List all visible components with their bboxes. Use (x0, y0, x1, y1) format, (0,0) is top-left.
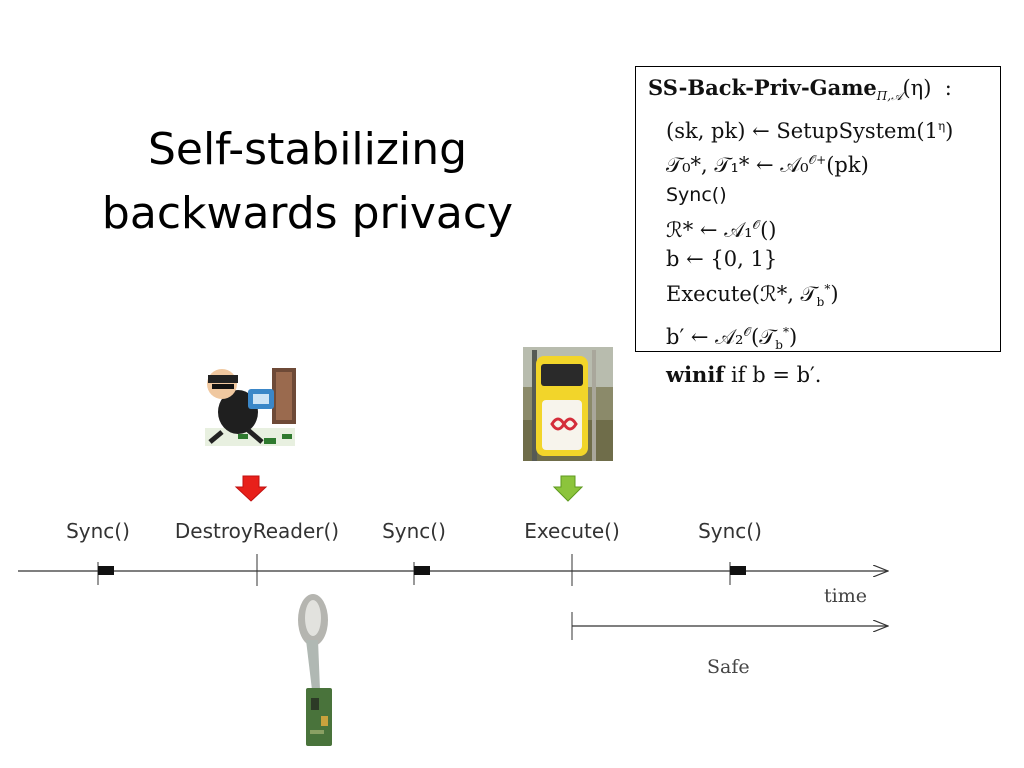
game-subscript: Π,𝒜 (876, 89, 903, 104)
winif-keyword: winif (666, 362, 725, 388)
safe-label: Safe (707, 656, 750, 678)
game-line-setup: (sk, pk) ← SetupSystem(1η) (648, 112, 1000, 147)
game-line-sync: Sync() (666, 183, 727, 206)
game-line-bit: b ← {0, 1} (666, 247, 778, 272)
reader-text: ℛ* ← 𝒜₁ (666, 217, 753, 242)
guess-close: ) (788, 324, 798, 349)
dismantled-card-image (298, 594, 332, 746)
game-name: SS-Back-Priv-Game (648, 75, 877, 100)
reader-arg: () (760, 217, 777, 242)
reader-sup: 𝒪 (752, 217, 761, 232)
time-axis-label: time (824, 585, 867, 607)
reader-screen (541, 364, 583, 386)
game-header: SS-Back-Priv-GameΠ,𝒜(η) : (648, 73, 1000, 112)
challenge-text: 𝒯₀*, 𝒯₁* ← 𝒜₀ (666, 153, 809, 178)
guess-text: b′ ← 𝒜₂ (666, 324, 744, 349)
game-line-reader: ℛ* ← 𝒜₁𝒪() (648, 211, 1000, 246)
reader-logo (550, 417, 578, 431)
execute-sub: b (816, 294, 825, 309)
guess-sup2: * (782, 324, 789, 339)
sync-block-2 (414, 566, 430, 575)
execute-arrow-icon (552, 475, 584, 502)
game-definition-box: SS-Back-Priv-GameΠ,𝒜(η) : (sk, pk) ← Set… (635, 66, 1001, 387)
setup-text: (sk, pk) ← SetupSystem(1 (666, 118, 938, 143)
setup-close: ) (945, 118, 954, 143)
slide-title: Self-stabilizing backwards privacy (70, 118, 545, 246)
event-label-sync-3: Sync() (698, 519, 762, 543)
game-line-guess: b′ ← 𝒜₂𝒪(𝒯b*) (648, 318, 1000, 361)
execute-text: Execute(ℛ*, 𝒯 (666, 281, 817, 306)
event-label-sync-2: Sync() (382, 519, 446, 543)
game-line-challenge: 𝒯₀*, 𝒯₁* ← 𝒜₀𝒪+(pk) (648, 146, 1000, 181)
challenge-sup: 𝒪+ (808, 153, 827, 168)
guess-arg: (𝒯 (751, 324, 776, 349)
guess-sub: b (775, 337, 783, 352)
challenge-arg: (pk) (826, 153, 869, 178)
game-line-execute: Execute(ℛ*, 𝒯b*) (648, 275, 1000, 318)
sync-block-1 (98, 566, 114, 575)
title-line-1: Self-stabilizing (147, 124, 468, 175)
destroy-arrow-icon (234, 475, 268, 502)
thief-image (200, 365, 298, 449)
execute-sup: * (824, 281, 831, 296)
event-label-execute: Execute() (524, 519, 620, 543)
title-line-2: backwards privacy (101, 188, 514, 239)
circuit-board (306, 688, 332, 746)
guess-sup: 𝒪 (743, 324, 752, 339)
sync-block-3 (730, 566, 746, 575)
event-label-destroyreader: DestroyReader() (175, 519, 339, 543)
game-colon: : (944, 76, 952, 100)
setup-sup: η (937, 118, 946, 133)
execute-close: ) (830, 281, 839, 306)
winif-condition: if b = b′. (731, 363, 822, 388)
event-label-sync-1: Sync() (66, 519, 130, 543)
game-arg: (η) (902, 76, 932, 100)
card-reader-image (523, 347, 613, 461)
game-line-winif: winif if b = b′. (648, 360, 1000, 391)
